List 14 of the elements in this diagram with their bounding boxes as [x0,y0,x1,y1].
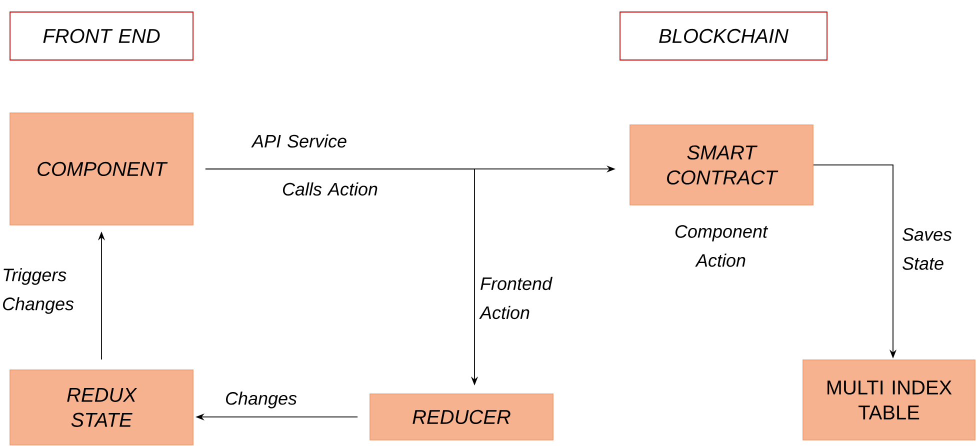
section-heading-box: FRONT END [10,12,194,60]
text-label: Calls Action [282,182,378,196]
process-box: COMPONENT [10,112,194,226]
text-label: Component Action [675,225,768,267]
section-heading-box: BLOCKCHAIN [620,12,828,60]
edge-label: Saves State [902,228,952,270]
edge-label: Changes [226,392,297,408]
process-box: REDUX STATE [10,370,194,446]
edge-label: Frontend Action [479,276,553,320]
process-box: SMART CONTRACT [630,124,814,206]
edge-label: Triggers Changes [3,268,74,314]
edge-label: API Service [251,134,346,148]
process-box: MULTI INDEX TABLE [802,360,976,440]
process-box: REDUCER [370,394,554,440]
